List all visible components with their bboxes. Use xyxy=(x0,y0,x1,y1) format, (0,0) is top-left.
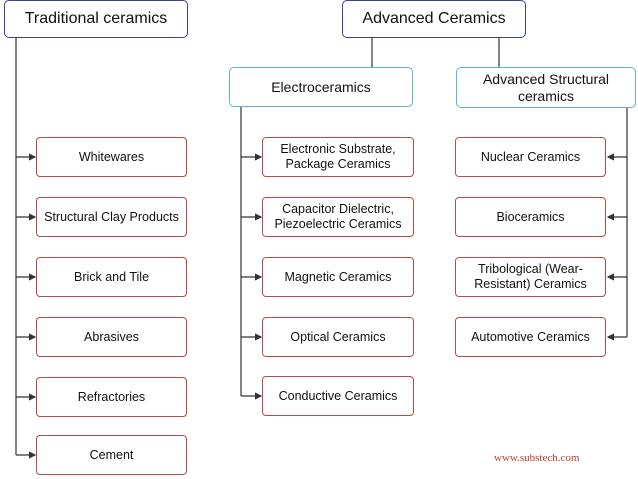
node-electronic-substrate: Electronic Substrate, Package Ceramics xyxy=(262,137,414,177)
node-capacitor-dielectric: Capacitor Dielectric, Piezoelectric Cera… xyxy=(262,197,414,237)
node-abrasives: Abrasives xyxy=(36,317,187,357)
node-optical-ceramics: Optical Ceramics xyxy=(262,317,414,357)
node-bioceramics: Bioceramics xyxy=(455,197,606,237)
node-nuclear-ceramics: Nuclear Ceramics xyxy=(455,137,606,177)
node-tribological-ceramics: Tribological (Wear-Resistant) Ceramics xyxy=(455,257,606,297)
node-automotive-ceramics: Automotive Ceramics xyxy=(455,317,606,357)
node-magnetic-ceramics: Magnetic Ceramics xyxy=(262,257,414,297)
node-structural-clay-products: Structural Clay Products xyxy=(36,197,187,237)
node-refractories: Refractories xyxy=(36,377,187,417)
traditional-ceramics-header: Traditional ceramics xyxy=(4,0,188,38)
source-watermark: www.substech.com xyxy=(494,452,580,464)
electroceramics-header: Electroceramics xyxy=(229,67,413,107)
node-conductive-ceramics: Conductive Ceramics xyxy=(262,376,414,416)
node-brick-and-tile: Brick and Tile xyxy=(36,257,187,297)
node-whitewares: Whitewares xyxy=(36,137,187,177)
advanced-ceramics-header: Advanced Ceramics xyxy=(342,0,526,38)
advanced-structural-ceramics-header: Advanced Structural ceramics xyxy=(456,67,636,108)
node-cement: Cement xyxy=(36,435,187,475)
